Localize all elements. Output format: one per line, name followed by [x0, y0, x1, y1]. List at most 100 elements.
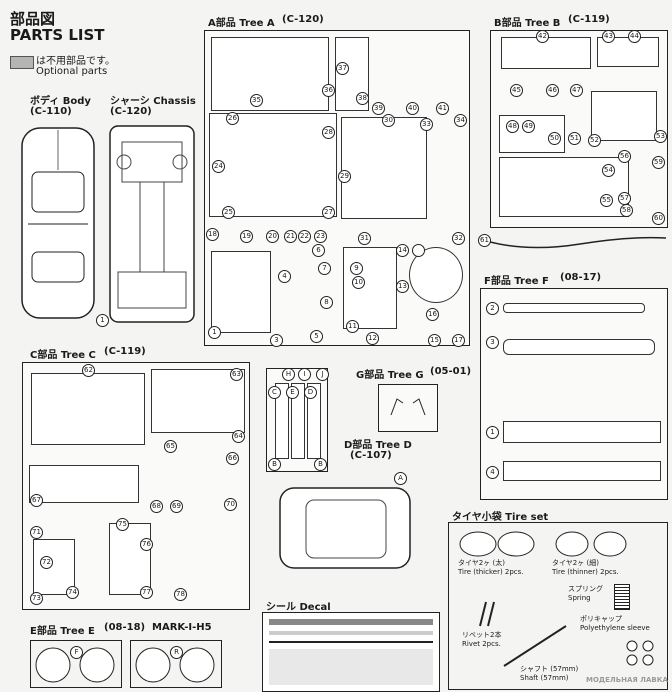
part-number: 1: [486, 426, 499, 439]
rail-part: [503, 303, 645, 313]
part-number: 25: [222, 206, 235, 219]
tire-thick-jp: タイヤ2ヶ (太): [458, 559, 505, 567]
wheel-rear-frame: [130, 640, 222, 688]
tree-f-code: (08-17): [560, 272, 602, 283]
part-number: 77: [140, 586, 153, 599]
tire-thin-en: Tire (thinner) 2pcs.: [552, 568, 619, 576]
decal-strip: [269, 631, 433, 635]
tree-e-code: (08-18): [104, 622, 146, 633]
seat-back-part: [591, 91, 657, 141]
part-number: 42: [536, 30, 549, 43]
decal-label: シール Decal: [266, 602, 331, 613]
rail-part: [503, 421, 661, 443]
part-number: 32: [452, 232, 465, 245]
part-number: 51: [568, 132, 581, 145]
part-number: 64: [232, 430, 245, 443]
part-number: 55: [600, 194, 613, 207]
seat-part: [211, 37, 329, 111]
bar-part: [291, 383, 305, 459]
tree-c-code: (C-119): [104, 346, 146, 357]
decal-strip: [269, 619, 433, 625]
part-number: 76: [140, 538, 153, 551]
part-number: 16: [426, 308, 439, 321]
part-number: 75: [116, 518, 129, 531]
part-number: 35: [250, 94, 263, 107]
tree-d-sprue: [266, 368, 328, 472]
rail-part: [503, 461, 661, 481]
part-number: 9: [350, 262, 363, 275]
part-number: R: [170, 646, 183, 659]
part-number: 28: [322, 126, 335, 139]
poly-sleeve-part: [624, 638, 662, 668]
tire-thick-en: Tire (thicker) 2pcs.: [458, 568, 524, 576]
part-number: 18: [206, 228, 219, 241]
frame-part: [211, 251, 271, 333]
part-number: 71: [30, 526, 43, 539]
part-number: 49: [522, 120, 535, 133]
part-number: 19: [240, 230, 253, 243]
part-number: 3: [270, 334, 283, 347]
part-number: 53: [654, 130, 667, 143]
shaft-part: [500, 624, 570, 668]
decal-strip: [269, 641, 433, 643]
part-number: 17: [452, 334, 465, 347]
part-number: B: [268, 458, 281, 471]
bar-part: [275, 383, 289, 459]
tree-g-frame: [378, 384, 438, 432]
legend-jp: は不用部品です。: [36, 56, 115, 67]
part-number: 58: [620, 204, 633, 217]
part-number: 26: [226, 112, 239, 125]
tire-thick-part: [458, 530, 538, 558]
part-number: 57: [618, 192, 631, 205]
part-number: 4: [278, 270, 291, 283]
rail-part: [503, 339, 655, 355]
part-number: 14: [396, 244, 409, 257]
bracket-part: [343, 247, 397, 329]
bar-part: [307, 383, 321, 459]
part-number: 24: [212, 160, 225, 173]
chassis-part-illustration: [104, 122, 200, 328]
part-number: 2: [486, 302, 499, 315]
part-number: 1: [208, 326, 221, 339]
part-number: 45: [510, 84, 523, 97]
part-number: 6: [312, 244, 325, 257]
part-number: 62: [82, 364, 95, 377]
pedal-part: [33, 539, 75, 595]
spring-en: Spring: [568, 594, 591, 602]
rivet-jp: リベット2本: [462, 631, 502, 639]
tire-set-label: タイヤ小袋 Tire set: [452, 512, 549, 523]
part-number: 34: [454, 114, 467, 127]
part-number: 54: [602, 164, 615, 177]
part-number: 68: [150, 500, 163, 513]
part-number: 50: [548, 132, 561, 145]
part-number: 31: [358, 232, 371, 245]
part-number: 15: [428, 334, 441, 347]
floor-plate-part: [341, 117, 427, 219]
seat-part: [151, 369, 245, 433]
rivet-en: Rivet 2pcs.: [462, 640, 501, 648]
part-number: 11: [346, 320, 359, 333]
shaft-jp: シャフト (57mm): [520, 665, 579, 673]
part-number: 29: [338, 170, 351, 183]
part-number: 59: [652, 156, 665, 169]
part-number: 37: [336, 62, 349, 75]
part-number: 48: [506, 120, 519, 133]
part-number: 74: [66, 586, 79, 599]
column-part: [109, 523, 151, 595]
part-number: [412, 244, 425, 257]
watermark: МОДЕЛЬНАЯ ЛАВКА: [586, 676, 668, 684]
part-number: 33: [420, 118, 433, 131]
part-number: H: [282, 368, 295, 381]
part-number: 7: [318, 262, 331, 275]
part-number: 5: [310, 330, 323, 343]
interior-tub-part: [209, 113, 337, 217]
part-number: A: [394, 472, 407, 485]
part-number: 70: [224, 498, 237, 511]
shaft-sprue: [490, 234, 666, 256]
chassis-label: シャーシ Chassis: [110, 96, 196, 107]
tree-f-frame: [480, 288, 668, 500]
part-number: 56: [618, 150, 631, 163]
part-number: 60: [652, 212, 665, 225]
part-number: I: [298, 368, 311, 381]
part-number: 38: [356, 92, 369, 105]
